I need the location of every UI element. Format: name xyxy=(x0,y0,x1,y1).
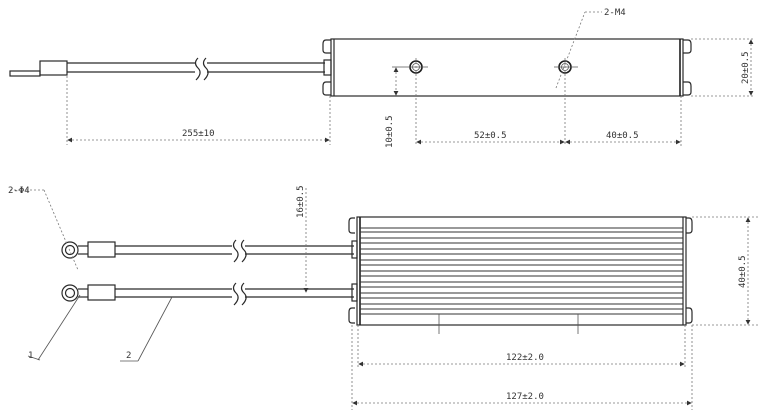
cooling-fins xyxy=(360,227,683,315)
crimp-sleeve xyxy=(39,60,68,76)
dim-hole-offset: 10±0.5 xyxy=(385,115,395,148)
dim-height-top: 20±0.5 xyxy=(741,51,751,84)
ring-terminal-2 xyxy=(61,284,79,302)
resistor-body-front xyxy=(356,216,687,326)
front-view: 2-Φ4 1 2 16±0.5 xyxy=(8,185,760,410)
dim-hole-end-offset: 40±0.5 xyxy=(606,131,639,141)
lug-tab xyxy=(9,70,41,77)
resistor-body-top xyxy=(330,38,684,97)
dim-inner-length: 122±2.0 xyxy=(506,353,544,363)
dim-cable-length: 255±10 xyxy=(182,129,215,139)
terminal-callout: 2-Φ4 xyxy=(8,186,30,196)
dim-height-front: 40±0.5 xyxy=(738,255,748,288)
top-view: 2-M4 255±10 10±0.5 52±0.5 40±0.5 20±0.5 xyxy=(9,8,755,148)
dim-hole-spacing: 52±0.5 xyxy=(474,131,507,141)
break-mark xyxy=(194,57,201,81)
dim-lead-spacing: 16±0.5 xyxy=(296,185,306,218)
part-label-1: 1 xyxy=(28,351,33,361)
part-label-2: 2 xyxy=(126,351,131,361)
ring-terminal-1 xyxy=(61,241,79,259)
dim-overall-length: 127±2.0 xyxy=(506,392,544,402)
holes-callout: 2-M4 xyxy=(604,8,626,18)
